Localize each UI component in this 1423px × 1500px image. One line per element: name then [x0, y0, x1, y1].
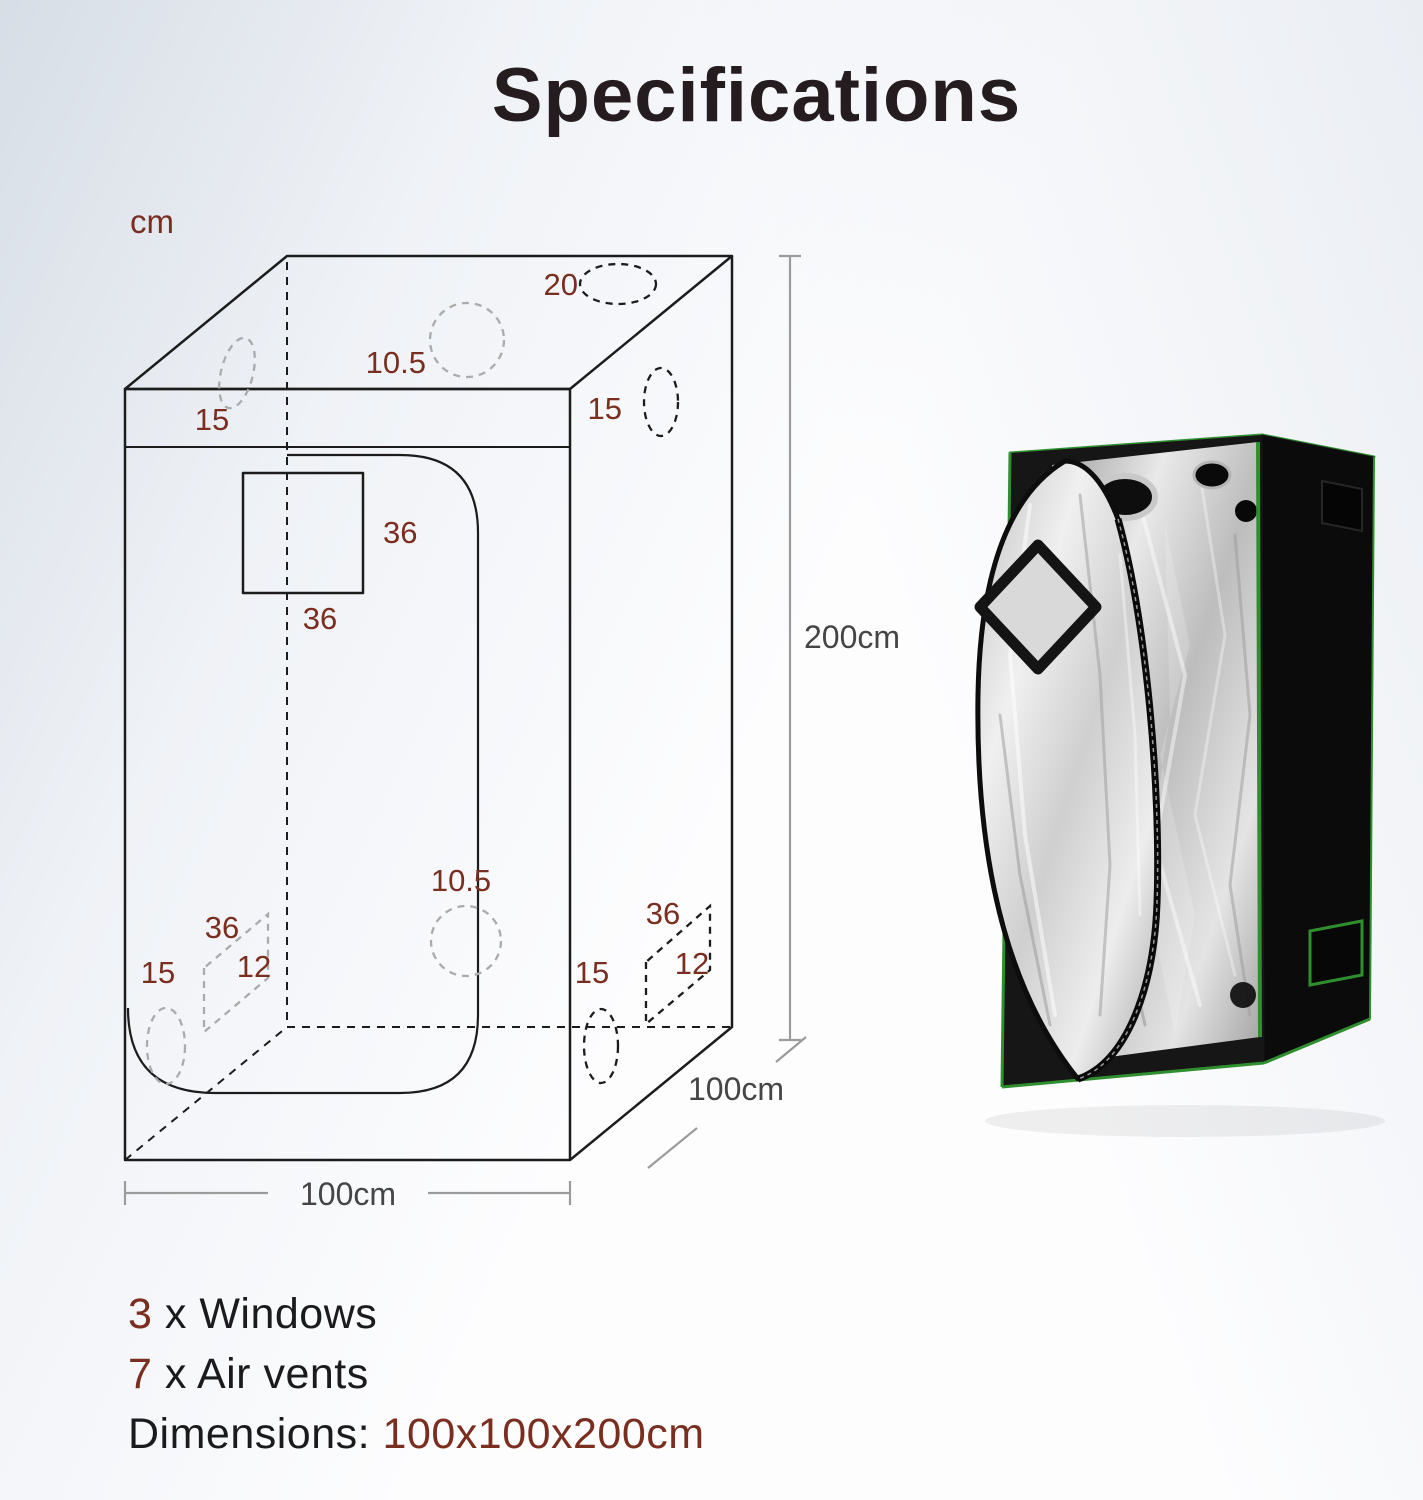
label-rect-right-h: 12: [675, 946, 709, 981]
flap-window-diamond: [974, 539, 1102, 675]
door-frame-trim: [1256, 441, 1262, 1038]
vent-oval-bottom-mid: [582, 1007, 620, 1085]
tent-wireframe: [123, 254, 734, 1162]
spec-vents-count: 7: [128, 1350, 153, 1398]
vent-circle-front: [429, 904, 503, 978]
label-rect-left-h: 12: [237, 949, 271, 984]
vent-labels: cm 20 10.5 15 15 36 36 10.5 36 12 15 15 …: [130, 203, 709, 990]
right-face: [569, 256, 734, 1161]
vent-oval-top-left: [218, 336, 256, 410]
page-header: Specifications: [0, 52, 1423, 139]
duct-port-small: [1192, 460, 1232, 490]
spec-vents: 7 x Air vents: [128, 1344, 705, 1404]
dimension-labels: 200cm 100cm 100cm: [300, 619, 900, 1212]
top-face: [123, 254, 734, 391]
window-square: [241, 471, 365, 595]
door-flap: [974, 458, 1162, 1083]
unit-label: cm: [130, 203, 174, 240]
side-vent-bottom: [1308, 919, 1364, 987]
label-rect-left-w: 36: [205, 910, 239, 945]
label-dim-height: 200cm: [804, 619, 900, 655]
hidden-edges: [124, 262, 732, 1161]
label-rect-right-w: 36: [646, 896, 680, 931]
spec-windows-count: 3: [128, 1290, 153, 1338]
vent-rect-left: [202, 911, 270, 1035]
grow-tent-photo: [974, 433, 1385, 1137]
label-vent-top-left: 15: [195, 402, 229, 437]
side-vent-top: [1321, 479, 1363, 533]
label-vent-bottom-mid: 15: [575, 955, 609, 990]
vent-rect-right: [644, 903, 712, 1027]
spec-windows-label: x Windows: [152, 1290, 378, 1338]
tent-right-back-trim: [1369, 456, 1375, 1020]
side-vents: [1308, 479, 1364, 987]
cinch-port-top: [1235, 500, 1257, 522]
vent-circle-top: [428, 301, 506, 379]
label-dim-depth: 100cm: [688, 1071, 784, 1107]
label-vent-right: 15: [588, 391, 622, 426]
spec-vents-label: x Air vents: [152, 1350, 369, 1398]
label-vent-front-circle: 10.5: [431, 863, 491, 898]
flap-zipper-teeth: [1077, 518, 1159, 1080]
spec-dimensions-label: Dimensions:: [128, 1410, 383, 1458]
vents-dark: [578, 262, 712, 1085]
page-title: Specifications: [491, 53, 1022, 138]
label-vent-bottom-left: 15: [141, 955, 175, 990]
vent-oval-bottom-left: [145, 1006, 187, 1086]
vents-gray: [145, 301, 506, 1086]
label-dim-width: 100cm: [300, 1176, 396, 1212]
bottom-trim: [1001, 1017, 1371, 1089]
vent-oval-top-right: [578, 262, 658, 306]
spec-diagram: cm 20 10.5 15 15 36 36 10.5 36 12 15 15 …: [123, 203, 900, 1212]
label-window-height: 36: [303, 601, 337, 636]
label-vent-top-oval: 20: [544, 267, 578, 302]
vent-oval-right-face: [642, 366, 680, 438]
dimension-lines: [123, 254, 807, 1205]
spec-dimensions-value: 100x100x200cm: [382, 1410, 705, 1458]
door-outline: [126, 453, 480, 1095]
label-window-width: 36: [383, 515, 417, 550]
front-face: [123, 387, 572, 1162]
cinch-port-bottom: [1230, 982, 1256, 1008]
label-vent-top-circle: 10.5: [366, 345, 426, 380]
spec-dimensions: Dimensions: 100x100x200cm: [128, 1404, 705, 1464]
tent-shadow: [985, 1105, 1385, 1137]
specs-list: 3 x Windows 7 x Air vents Dimensions: 10…: [128, 1284, 705, 1464]
spec-windows: 3 x Windows: [128, 1284, 705, 1344]
